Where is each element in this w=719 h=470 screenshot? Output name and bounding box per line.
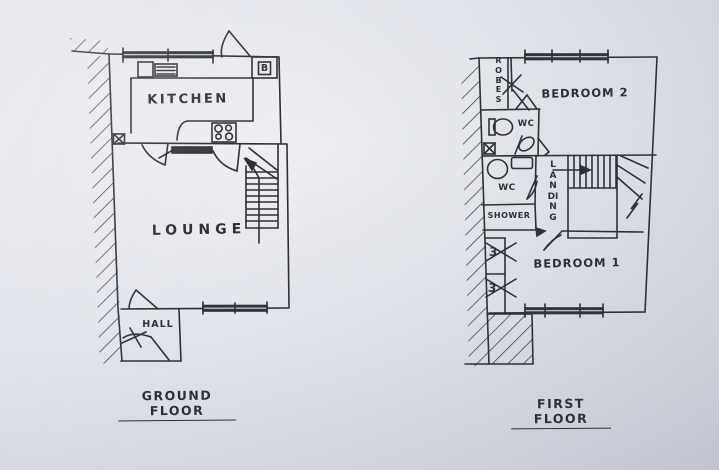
boiler-label: B <box>260 63 269 74</box>
gf-kitchen-window <box>122 47 214 64</box>
robes-door-swing <box>500 58 538 111</box>
wc-lower-door-swing <box>526 175 538 200</box>
wardrobe-lower-door-x <box>485 278 517 298</box>
boiler-box <box>251 56 278 79</box>
wardrobe-mark-upper: 3 <box>488 244 499 260</box>
first-floor-title: FIRST FLOOR <box>510 395 612 430</box>
ff-roof-void-hatch <box>487 314 533 364</box>
gf-front-door-swing <box>121 327 170 361</box>
ff-bedroom1-window <box>524 303 604 318</box>
bedroom1-label: BEDROOM 1 <box>533 255 621 271</box>
basin-upper-icon <box>514 135 535 155</box>
gf-wall-hatching <box>70 38 122 364</box>
gf-stairs-up-arrow <box>243 157 258 172</box>
toilet-lower-icon <box>486 158 509 180</box>
bedroom1-door-swing <box>535 226 563 251</box>
wc-lower-label: WC <box>498 183 516 193</box>
ff-meter-box <box>483 142 496 155</box>
ff-stairs <box>552 155 649 239</box>
ff-walls <box>464 56 658 365</box>
gf-back-door-swing <box>220 30 251 58</box>
landing-door-arrow <box>535 226 547 238</box>
ff-stairs-break-mark <box>626 193 643 219</box>
hall-label: HALL <box>142 319 174 330</box>
wc-upper-label: WC <box>517 119 535 129</box>
ground-floor-plan <box>70 30 290 364</box>
gf-kitchen-counter <box>130 77 254 141</box>
ground-floor-title: GROUND FLOOR <box>117 387 237 422</box>
toilet-upper-icon <box>488 118 514 136</box>
ff-bedroom2-window <box>524 49 609 64</box>
wc-upper-door-swing <box>537 137 550 156</box>
gf-stairs-door-swing <box>212 143 241 172</box>
gf-hall-inner-door-swing <box>128 289 159 310</box>
shower-label: SHOWER <box>487 211 531 220</box>
hob-icon <box>211 122 237 143</box>
first-floor-plan <box>461 49 658 367</box>
kitchen-label: KITCHEN <box>147 91 229 108</box>
bedroom2-label: BEDROOM 2 <box>541 85 629 101</box>
gf-meter-box <box>112 133 126 145</box>
ff-stairs-direction-arrow <box>580 164 592 176</box>
ff-wall-hatching <box>461 62 533 367</box>
gf-radiator <box>171 146 213 154</box>
wardrobe-upper-door-x <box>485 242 517 262</box>
gf-kitchen-door-swing <box>141 142 174 166</box>
lounge-label: LOUNGE <box>151 221 247 239</box>
cistern-lower-icon <box>510 156 534 170</box>
gf-lounge-window <box>202 301 268 315</box>
landing-label: LANDING <box>547 160 559 223</box>
bedroom1-wardrobes <box>484 237 517 313</box>
gf-stairs <box>243 143 279 244</box>
wardrobe-mark-lower: 3 <box>487 280 498 296</box>
robes-label: ROBES <box>495 56 502 105</box>
sink-icon <box>137 61 178 78</box>
